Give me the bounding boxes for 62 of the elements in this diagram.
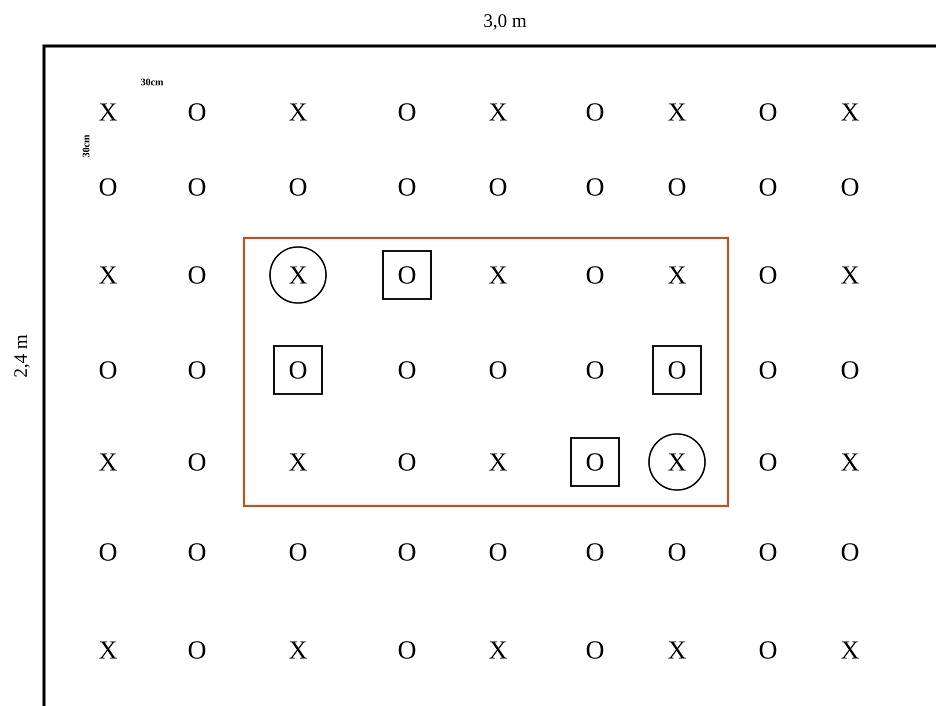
plant-symbol: X [289, 103, 307, 120]
plant-symbol: O [760, 453, 776, 471]
plant-symbol: O [668, 543, 686, 561]
plant-symbol: O [398, 178, 416, 196]
plant-symbol: X [668, 266, 686, 284]
dimension-label: 3,0 m [484, 14, 526, 30]
plant-symbol: X [289, 453, 307, 470]
plant-symbol: O [490, 543, 506, 561]
plant-symbol: O [760, 103, 776, 121]
plant-symbol: O [398, 543, 416, 561]
plant-symbol: O [490, 178, 506, 196]
plant-symbol: O [760, 543, 776, 561]
plant-symbol: O [586, 543, 604, 561]
plant-symbol: X [99, 103, 117, 120]
plant-symbol: O [398, 103, 416, 121]
plant-symbol: O [100, 361, 116, 379]
plant-symbol: X [489, 453, 507, 470]
plant-symbol: O [842, 178, 858, 196]
plant-symbol: O [760, 266, 776, 284]
dimension-label: 2,4 m [14, 334, 30, 377]
plant-symbol: O [586, 266, 604, 284]
plant-symbol: O [290, 178, 306, 196]
spacing-label: 30cm [82, 134, 90, 157]
plant-symbol: O [188, 103, 206, 121]
plant-symbol: O [398, 361, 416, 379]
plant-symbol: O [398, 641, 416, 659]
plant-symbol: O [842, 543, 858, 561]
plant-symbol: X [289, 641, 307, 658]
plant-symbol: O [188, 641, 206, 659]
plant-symbol: X [841, 103, 859, 120]
plant-symbol: O [490, 361, 506, 379]
plant-symbol: O [586, 103, 604, 121]
plant-symbol: O [586, 361, 604, 379]
plant-symbol: O [100, 543, 116, 561]
plant-symbol: O [188, 543, 206, 561]
plant-symbol: O [188, 361, 206, 379]
plant-symbol: O [586, 178, 604, 196]
plant-symbol: X [489, 641, 507, 658]
plant-symbol: X [841, 641, 859, 658]
plant-symbol: X [99, 453, 117, 470]
plant-symbol: O [188, 178, 206, 196]
plant-symbol: O [760, 178, 776, 196]
plant-symbol: X [668, 641, 686, 658]
plant-symbol: X [99, 266, 117, 284]
plant-symbol: O [290, 543, 306, 561]
plant-symbol: O [760, 641, 776, 659]
plant-symbol: O [842, 361, 858, 379]
plant-symbol: X [489, 266, 507, 284]
plant-symbol: X [99, 641, 117, 658]
plant-symbol: X [489, 103, 507, 120]
plant-symbol: O [188, 453, 206, 471]
plant-symbol: X [668, 103, 686, 120]
plant-symbol: O [398, 453, 416, 471]
spacing-label: 30cm [141, 78, 164, 86]
plant-symbol: O [760, 361, 776, 379]
plant-symbol: X [841, 266, 859, 284]
plant-symbol: O [586, 641, 604, 659]
sample-area-frame [242, 236, 730, 508]
plant-symbol: O [100, 178, 116, 196]
plant-symbol: X [841, 453, 859, 470]
plant-symbol: O [668, 178, 686, 196]
plant-symbol: O [188, 266, 206, 284]
